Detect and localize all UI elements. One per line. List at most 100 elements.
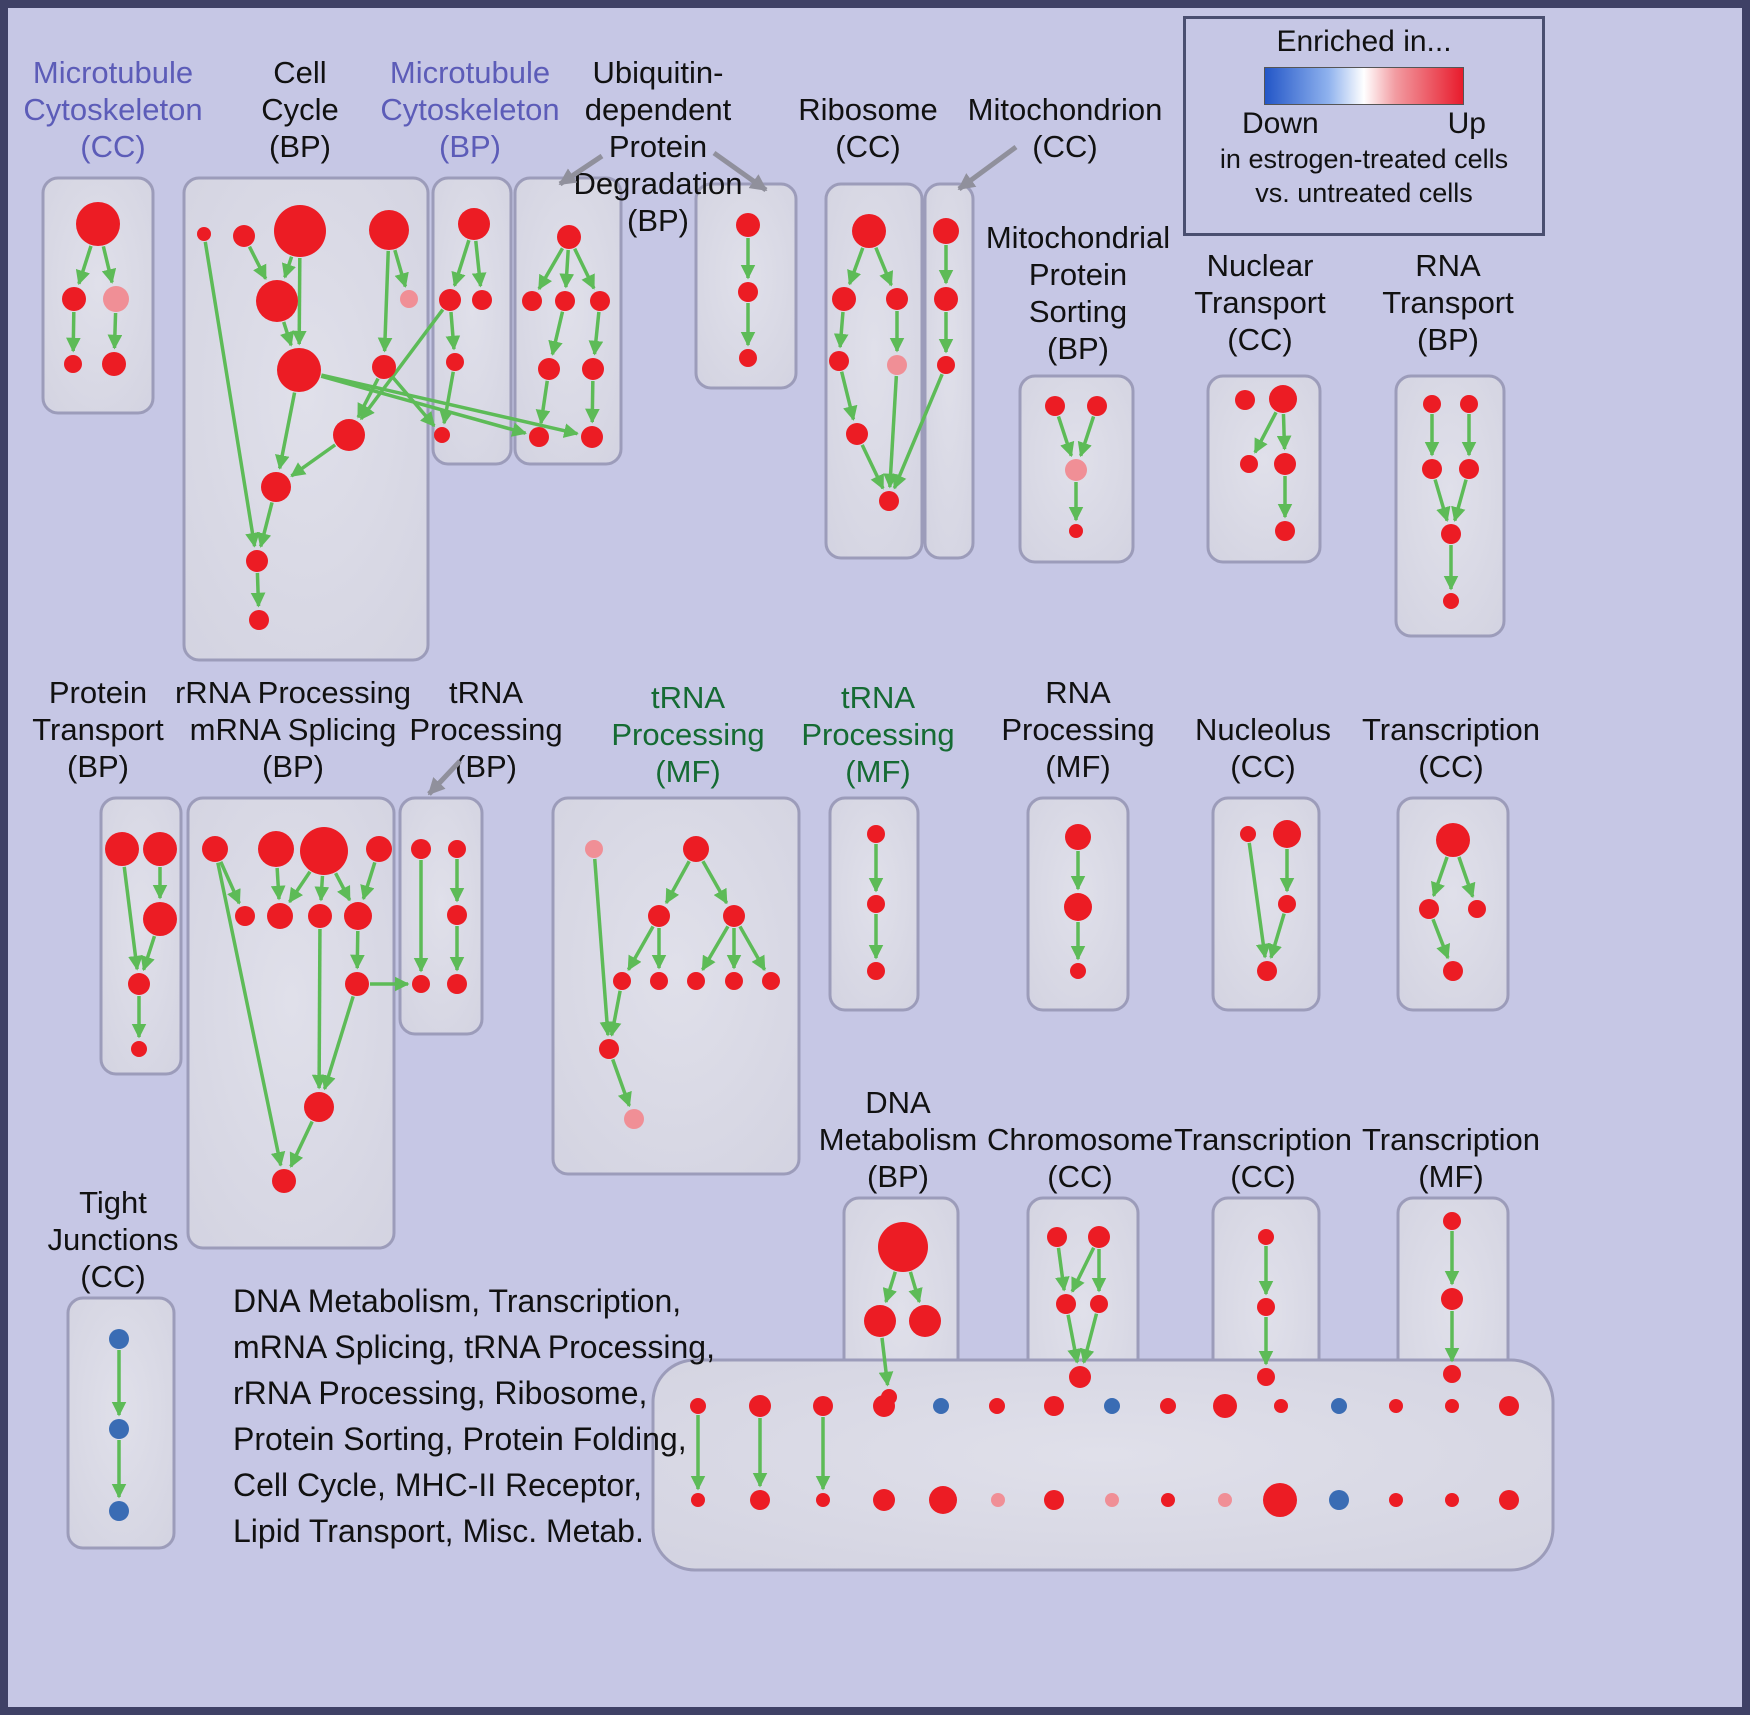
microtubule-cytoskeleton-bp-node bbox=[434, 427, 450, 443]
edge-arrow bbox=[439, 371, 455, 425]
edge-arrow bbox=[585, 380, 600, 424]
edge-arrow bbox=[311, 928, 327, 1090]
nucleolus-cc-box bbox=[1211, 796, 1321, 1012]
nuclear-transport-cc-node bbox=[1240, 455, 1258, 473]
edge-arrow bbox=[883, 375, 899, 489]
mitochondrion-cc-label: Mitochondrion(CC) bbox=[968, 92, 1163, 164]
edge-arrow bbox=[611, 1058, 632, 1108]
edge-arrow bbox=[1457, 856, 1476, 899]
edge-arrow bbox=[247, 245, 268, 281]
transcription-mf-node bbox=[1443, 1212, 1461, 1230]
rrna-processing-mrna-splicing-bp-node bbox=[344, 902, 372, 930]
cell-cycle-bp-node bbox=[333, 419, 365, 451]
edge-arrow bbox=[320, 374, 527, 437]
misc-categories-node bbox=[1445, 1399, 1459, 1413]
microtubule-cytoskeleton-cc-node bbox=[102, 352, 126, 376]
edge-arrow bbox=[321, 995, 355, 1091]
protein-transport-bp-node bbox=[131, 1041, 147, 1057]
edge-arrow bbox=[451, 239, 471, 288]
edge-arrow bbox=[250, 572, 266, 608]
misc-categories-box bbox=[651, 1358, 1555, 1572]
mitochondrion-cc-node bbox=[934, 287, 958, 311]
transcription-cc-mid-node bbox=[1468, 900, 1486, 918]
misc-categories-node bbox=[1105, 1493, 1119, 1507]
trna-processing-mf-1-node bbox=[762, 972, 780, 990]
protein-transport-bp-node bbox=[105, 832, 139, 866]
misc-categories-node bbox=[1445, 1493, 1459, 1507]
rna-processing-mf-node bbox=[1065, 824, 1091, 850]
edge-arrow bbox=[701, 860, 729, 905]
nucleolus-cc-node bbox=[1240, 826, 1256, 842]
misc-categories-node bbox=[873, 1395, 895, 1417]
misc-categories-node bbox=[1329, 1490, 1349, 1510]
chromosome-cc-node bbox=[1047, 1227, 1067, 1247]
transcription-mf-node bbox=[1441, 1288, 1463, 1310]
edge-arrow bbox=[203, 241, 260, 548]
transcription-cc-low-node bbox=[1257, 1298, 1275, 1316]
chromosome-cc-node bbox=[1069, 1366, 1091, 1388]
microtubule-cytoskeleton-bp-node bbox=[446, 353, 464, 371]
edge-arrow bbox=[833, 311, 849, 349]
ribosome-cc-node bbox=[846, 423, 868, 445]
legend-up-label: Up bbox=[1447, 107, 1486, 140]
protein-transport-bp-node bbox=[143, 902, 177, 936]
protein-transport-bp-node bbox=[128, 973, 150, 995]
trna-processing-mf-2-node bbox=[867, 895, 885, 913]
mitochondrial-protein-sorting-bp-node bbox=[1087, 396, 1107, 416]
trna-processing-bp-box bbox=[398, 796, 484, 1036]
edge-arrow bbox=[548, 311, 565, 356]
trna-processing-bp-node bbox=[447, 974, 467, 994]
nuclear-transport-cc-box bbox=[1206, 374, 1322, 564]
edge-arrow bbox=[664, 860, 691, 905]
cell-cycle-bp-node bbox=[246, 550, 268, 572]
misc-categories-node bbox=[1499, 1490, 1519, 1510]
rna-transport-bp-node bbox=[1460, 395, 1478, 413]
ubiquitin-degradation-bp-node bbox=[529, 427, 549, 447]
legend-gradient-bar bbox=[1264, 67, 1464, 105]
edge-arrow bbox=[391, 375, 436, 428]
edge-arrow bbox=[559, 249, 575, 289]
ribosome-cc-node bbox=[832, 287, 856, 311]
edge-arrow bbox=[1253, 411, 1278, 454]
edge-arrow bbox=[1070, 1246, 1096, 1293]
trna-processing-mf-1-node bbox=[648, 905, 670, 927]
trna-processing-mf-1-node bbox=[624, 1109, 644, 1129]
edge-arrow bbox=[359, 308, 445, 421]
chromosome-cc-node bbox=[1056, 1294, 1076, 1314]
misc-categories-node bbox=[991, 1493, 1005, 1507]
trna-processing-mf-1-node bbox=[613, 972, 631, 990]
misc-categories-node bbox=[1331, 1398, 1347, 1414]
mitochondrion-cc-node bbox=[933, 218, 959, 244]
misc-categories-node bbox=[1263, 1483, 1297, 1517]
misc-categories-node bbox=[989, 1398, 1005, 1414]
ribosome-cc-label: Ribosome(CC) bbox=[798, 92, 938, 164]
edge-arrow bbox=[1077, 415, 1096, 458]
edge-arrow bbox=[573, 247, 596, 290]
edge-arrow bbox=[334, 872, 352, 902]
misc-categories-node bbox=[1389, 1493, 1403, 1507]
rna-transport-bp-node bbox=[1441, 524, 1461, 544]
edge-arrow bbox=[445, 311, 461, 351]
transcription-mf-label: Transcription(MF) bbox=[1362, 1122, 1540, 1194]
ubiquitin-degradation-bp-2-node bbox=[739, 349, 757, 367]
rna-processing-mf-node bbox=[1070, 963, 1086, 979]
transcription-cc-low-node bbox=[1258, 1229, 1274, 1245]
rrna-processing-mrna-splicing-bp-node bbox=[258, 831, 294, 867]
mitochondrion-cc-node bbox=[937, 356, 955, 374]
nucleolus-cc-node bbox=[1273, 820, 1301, 848]
edge-arrow bbox=[593, 858, 615, 1037]
rrna-processing-mrna-splicing-bp-node bbox=[308, 904, 332, 928]
edge-arrow bbox=[839, 371, 858, 421]
ribosome-cc-node bbox=[886, 288, 908, 310]
edge-arrow bbox=[908, 1271, 923, 1304]
ubiquitin-degradation-bp-node bbox=[582, 358, 604, 380]
annotation-arrow bbox=[712, 150, 768, 193]
trna-processing-mf-1-node bbox=[723, 905, 745, 927]
edge-arrow bbox=[288, 870, 312, 904]
misc-categories-node bbox=[750, 1490, 770, 1510]
